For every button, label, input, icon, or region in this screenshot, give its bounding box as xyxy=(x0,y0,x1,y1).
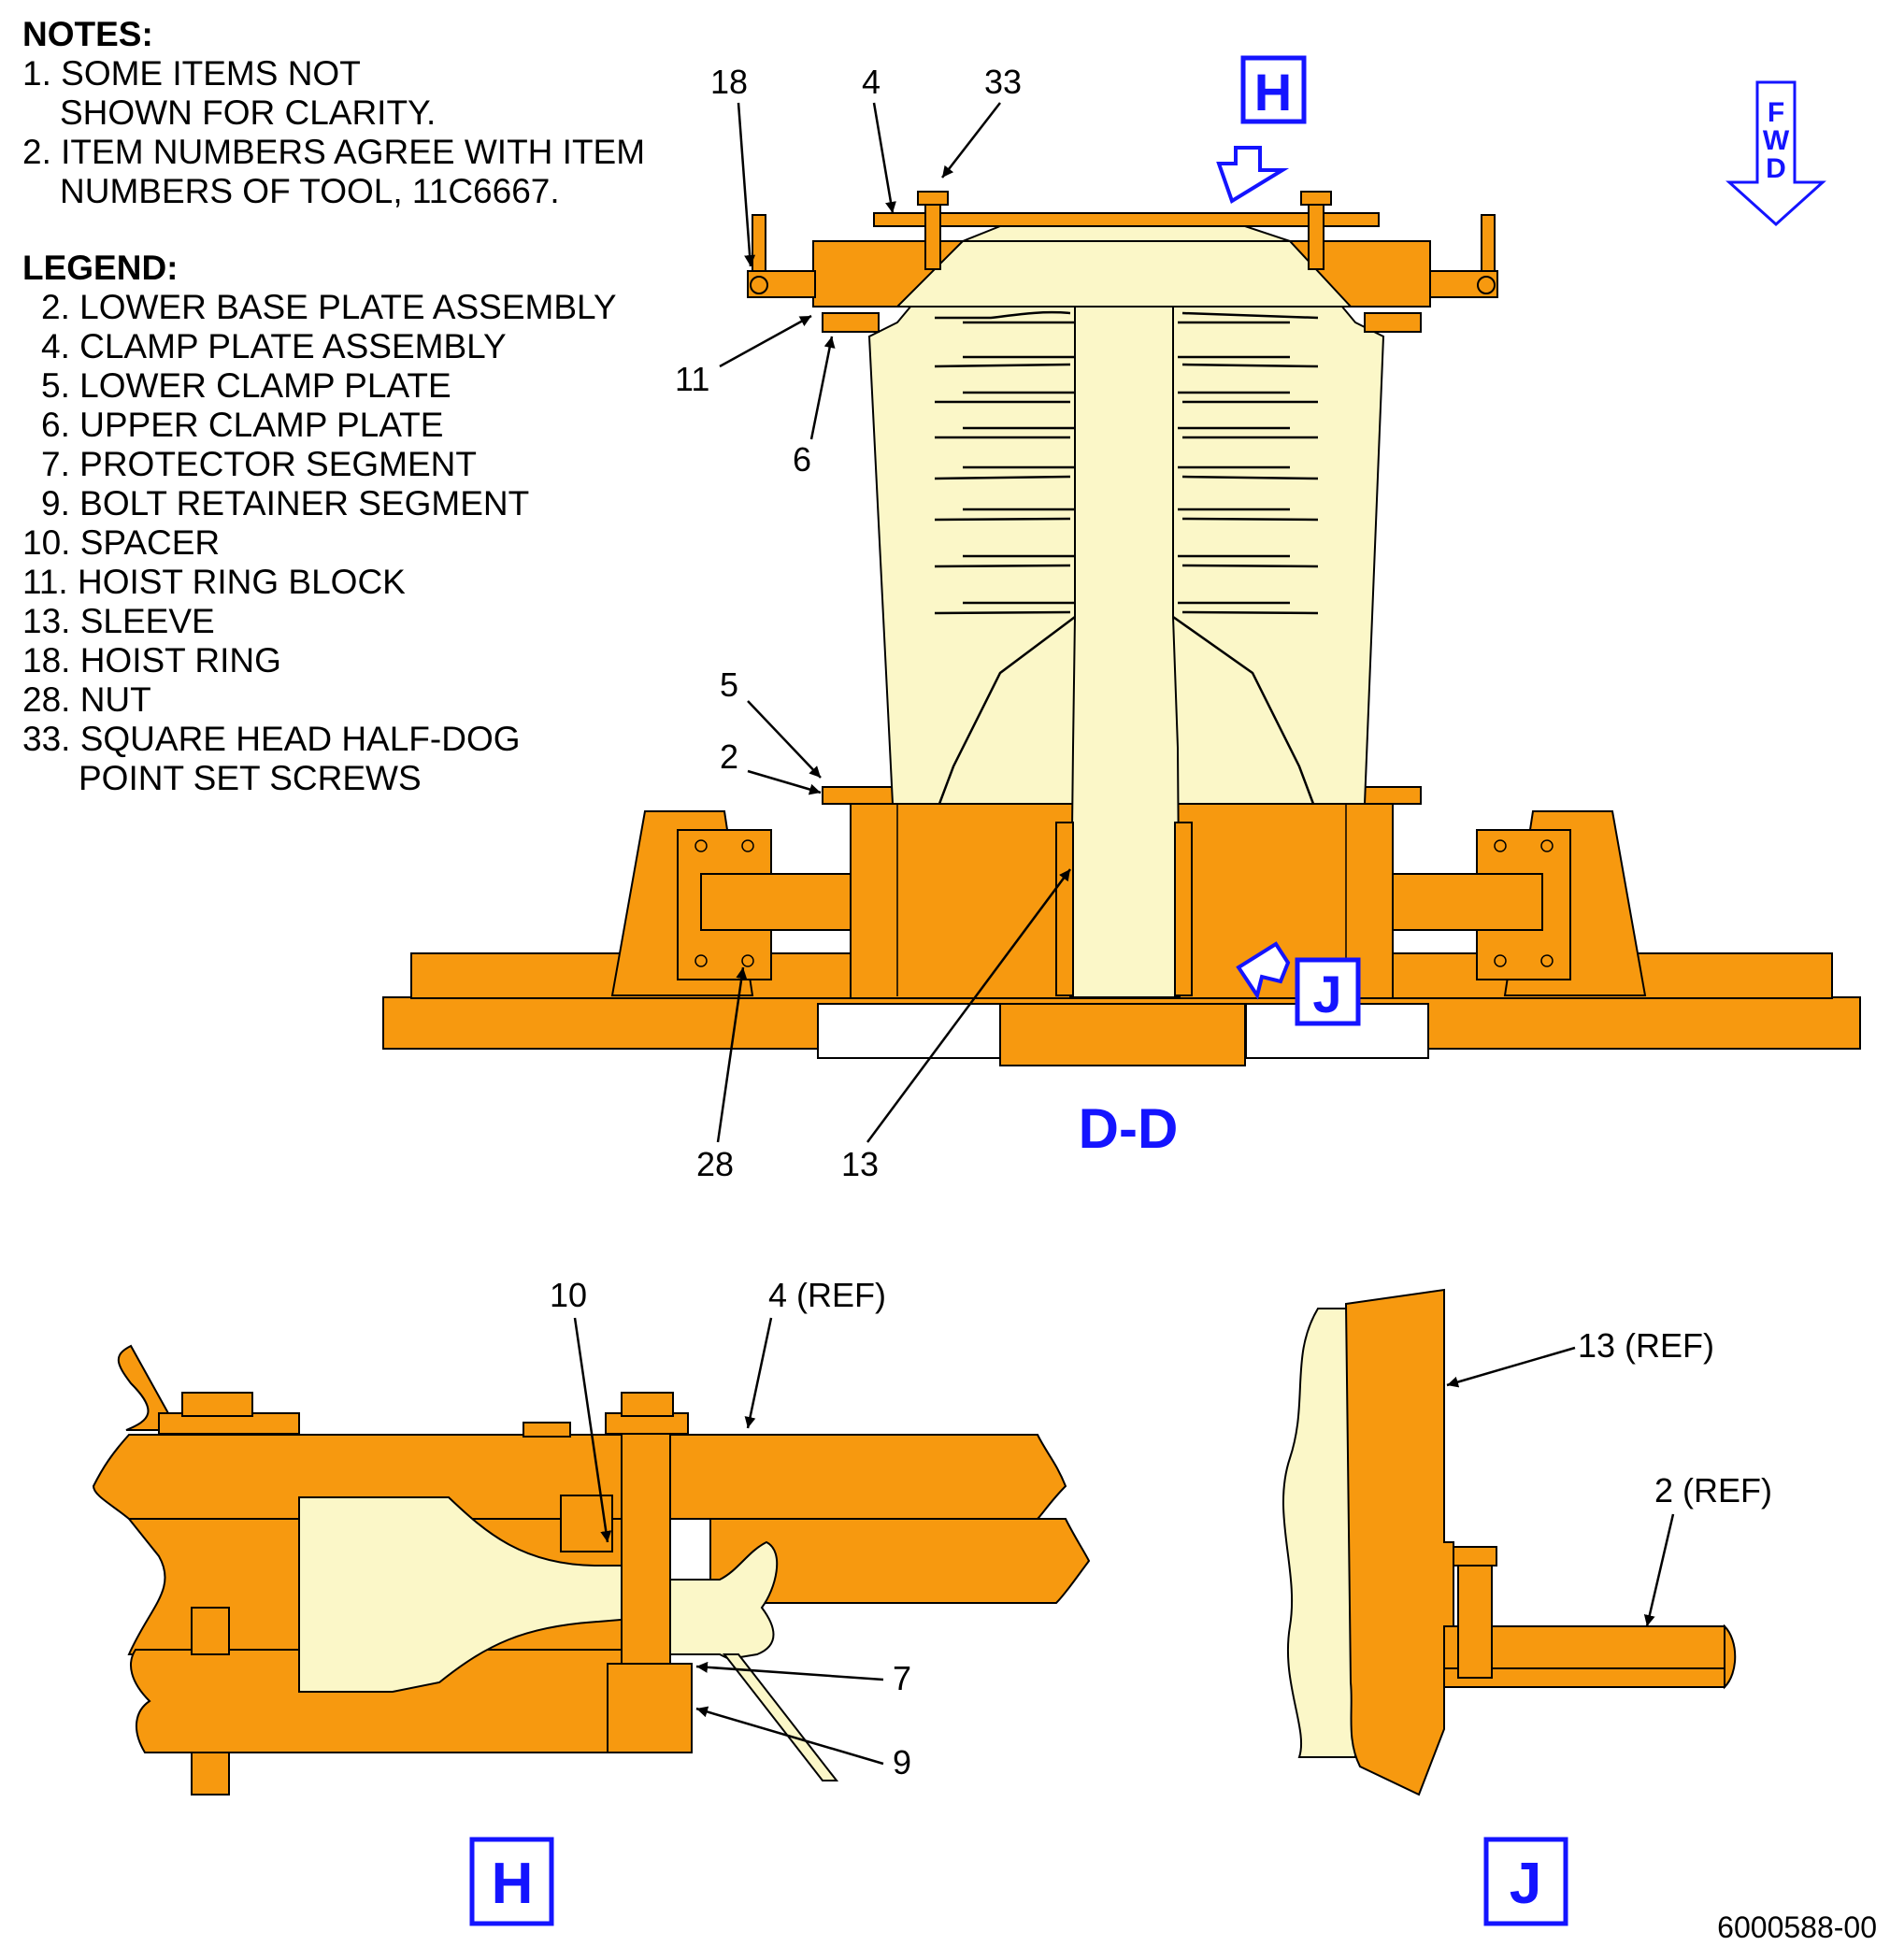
callout-28: 28 xyxy=(696,1145,734,1183)
view-title-d-d: D-D xyxy=(1079,1097,1179,1160)
view-j-marker xyxy=(1295,957,1361,1026)
sleeve-shaft xyxy=(1068,279,1181,998)
bolt-retainer-segment xyxy=(607,1663,693,1753)
base-center-beam xyxy=(999,1003,1246,1066)
clamp-plate-right-bar xyxy=(709,1518,1091,1604)
legend-item: 4. CLAMP PLATE ASSEMBLY xyxy=(41,327,507,365)
sleeve-left-wall xyxy=(1055,822,1074,996)
notes-heading: NOTES: xyxy=(22,15,153,53)
fwd-letter-f: F xyxy=(1768,97,1784,128)
view-j-arrow-icon xyxy=(1236,941,1291,1000)
hoist-ring-block-right xyxy=(1364,312,1422,333)
bolt-j xyxy=(1457,1551,1493,1679)
note-1-line-2: SHOWN FOR CLARITY. xyxy=(60,93,437,132)
callout-13: 13 xyxy=(841,1145,879,1183)
legend-item-33-line-2: POINT SET SCREWS xyxy=(79,759,422,797)
legend-item: 6. UPPER CLAMP PLATE xyxy=(41,406,444,444)
callout-h-4-ref: 4 (REF) xyxy=(768,1276,886,1314)
disk-fins-right xyxy=(1178,311,1319,615)
view-h-arrow-icon xyxy=(1216,146,1290,204)
callout-h-10: 10 xyxy=(550,1276,587,1314)
lower-clamp-bar xyxy=(130,1649,675,1753)
disk-fins-left xyxy=(934,310,1075,615)
legend-heading: LEGEND: xyxy=(22,249,179,287)
set-screw-thread xyxy=(191,1607,230,1655)
fwd-letter-d: D xyxy=(1766,153,1786,184)
legend-item: 2. LOWER BASE PLATE ASSEMBLY xyxy=(41,288,617,326)
view-h-marker-label: H xyxy=(1254,63,1292,122)
legend-item: 7. PROTECTOR SEGMENT xyxy=(41,445,477,483)
legend-item: 9. BOLT RETAINER SEGMENT xyxy=(41,484,530,522)
detail-view-h: 10 4 (REF) 7 9 H xyxy=(92,1276,1091,1926)
lower-cone-lines xyxy=(938,615,1315,805)
base-cutout-left xyxy=(817,1003,1001,1059)
legend-item: 5. LOWER CLAMP PLATE xyxy=(41,366,451,405)
section-view-d-d: 18 4 33 11 6 5 2 28 13 H J D-D xyxy=(382,55,1861,1183)
detail-view-j: 13 (REF) 2 (REF) J xyxy=(1282,1288,1772,1926)
fwd-letter-w: W xyxy=(1763,125,1790,156)
callout-2: 2 xyxy=(720,737,738,776)
callout-11: 11 xyxy=(675,360,709,398)
callout-4: 4 xyxy=(862,63,881,101)
view-j-marker-label: J xyxy=(1312,965,1341,1023)
hoist-ring-block-left xyxy=(822,312,880,333)
part-flange xyxy=(653,1540,779,1661)
legend-item: 10. SPACER xyxy=(22,523,221,562)
legend-item: 28. NUT xyxy=(22,680,151,719)
callout-j-13-ref: 13 (REF) xyxy=(1578,1326,1714,1365)
hoist-ring-right xyxy=(1429,214,1498,298)
callout-6: 6 xyxy=(793,440,811,479)
notes-legend-block: NOTES: 1. SOME ITEMS NOT SHOWN FOR CLARI… xyxy=(22,15,677,798)
detail-h-label-box xyxy=(469,1837,554,1926)
legend-item: 13. SLEEVE xyxy=(22,602,215,640)
left-arm xyxy=(700,873,861,931)
right-arm xyxy=(1382,873,1543,931)
detail-h-title: H xyxy=(492,1852,534,1916)
part-web xyxy=(722,1653,839,1781)
callout-18: 18 xyxy=(710,63,748,101)
figure-number: 6000588-00 xyxy=(1717,1910,1877,1944)
callout-j-2-ref: 2 (REF) xyxy=(1654,1471,1772,1509)
legend-item: 18. HOIST RING xyxy=(22,641,281,680)
part-section-j xyxy=(1282,1308,1356,1758)
callout-33: 33 xyxy=(984,63,1022,101)
sleeve-section-j xyxy=(1344,1288,1454,1796)
bolt-shank xyxy=(621,1429,671,1669)
note-2-line-2: NUMBERS OF TOOL, 11C6667. xyxy=(60,172,560,210)
detail-j-title: J xyxy=(1510,1852,1541,1916)
hoist-ring-left xyxy=(747,214,816,298)
callout-5: 5 xyxy=(720,665,738,704)
part-in-clamp xyxy=(895,240,1353,308)
note-1-line-1: 1. SOME ITEMS NOT xyxy=(22,54,361,93)
callout-h-9: 9 xyxy=(893,1743,911,1781)
detail-j-label-box xyxy=(1483,1837,1568,1926)
legend-item: 11. HOIST RING BLOCK xyxy=(22,563,406,601)
view-h-marker xyxy=(1240,55,1307,124)
sleeve-right-wall xyxy=(1174,822,1193,996)
callout-h-7: 7 xyxy=(893,1659,911,1697)
legend-item: 33. SQUARE HEAD HALF-DOG xyxy=(22,720,521,758)
clamp-plate-assembly xyxy=(873,212,1380,227)
note-2-line-1: 2. ITEM NUMBERS AGREE WITH ITEM xyxy=(22,133,646,171)
forward-arrow-icon: F W D xyxy=(1725,80,1826,227)
